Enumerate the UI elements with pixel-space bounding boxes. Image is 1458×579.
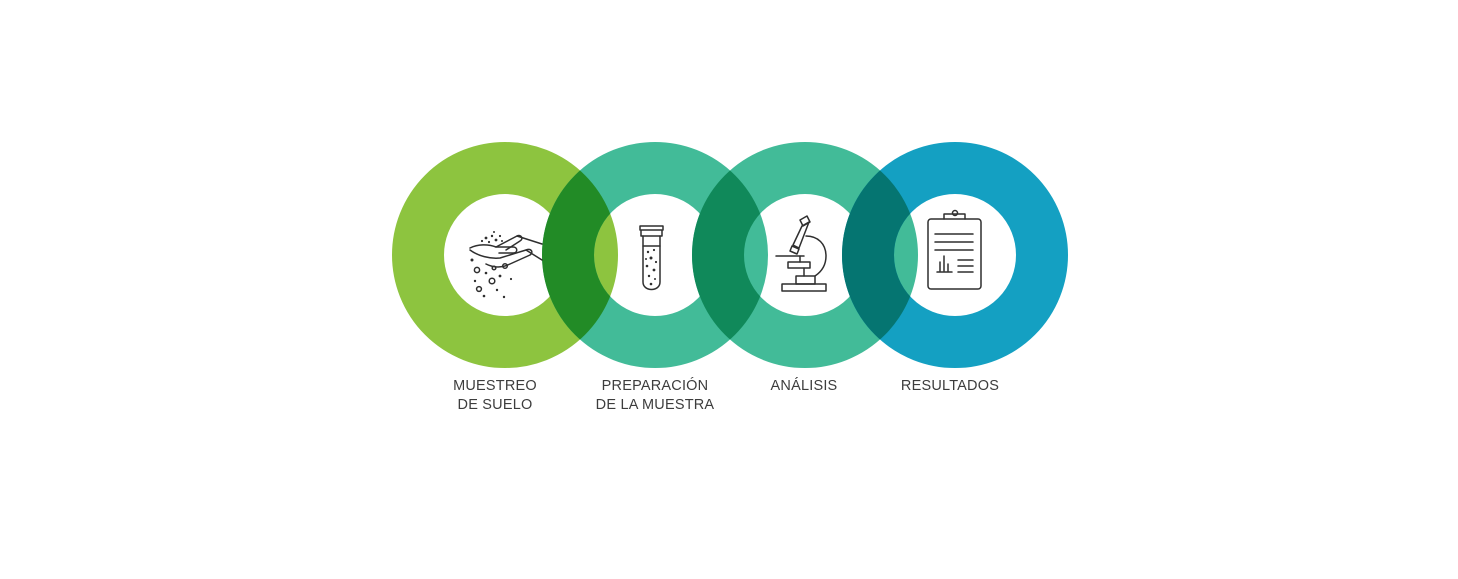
test-tube-icon: [639, 225, 664, 291]
step-label-analisis: ANÁLISIS: [714, 377, 894, 396]
hand-soil-icon: [469, 231, 543, 299]
step-label-line: MUESTREO: [453, 378, 537, 394]
clipboard-chart-icon: [927, 209, 982, 290]
ring-overlap-3-4: [842, 142, 918, 368]
step-label-line: RESULTADOS: [900, 378, 1000, 394]
microscope-icon: [775, 215, 827, 292]
step-label-line: ANÁLISIS: [770, 378, 838, 394]
step-label-muestreo: MUESTREO DE SUELO: [405, 377, 585, 415]
step-label-line: PREPARACIÓN: [601, 378, 709, 394]
step-label-preparacion: PREPARACIÓN DE LA MUESTRA: [565, 377, 745, 415]
step-label-line: DE SUELO: [457, 397, 533, 413]
ring-overlap-1-2: [542, 142, 618, 368]
step-label-line: DE LA MUESTRA: [595, 397, 715, 413]
step-label-resultados: RESULTADOS: [860, 377, 1040, 396]
ring-overlap-2-3: [692, 142, 768, 368]
